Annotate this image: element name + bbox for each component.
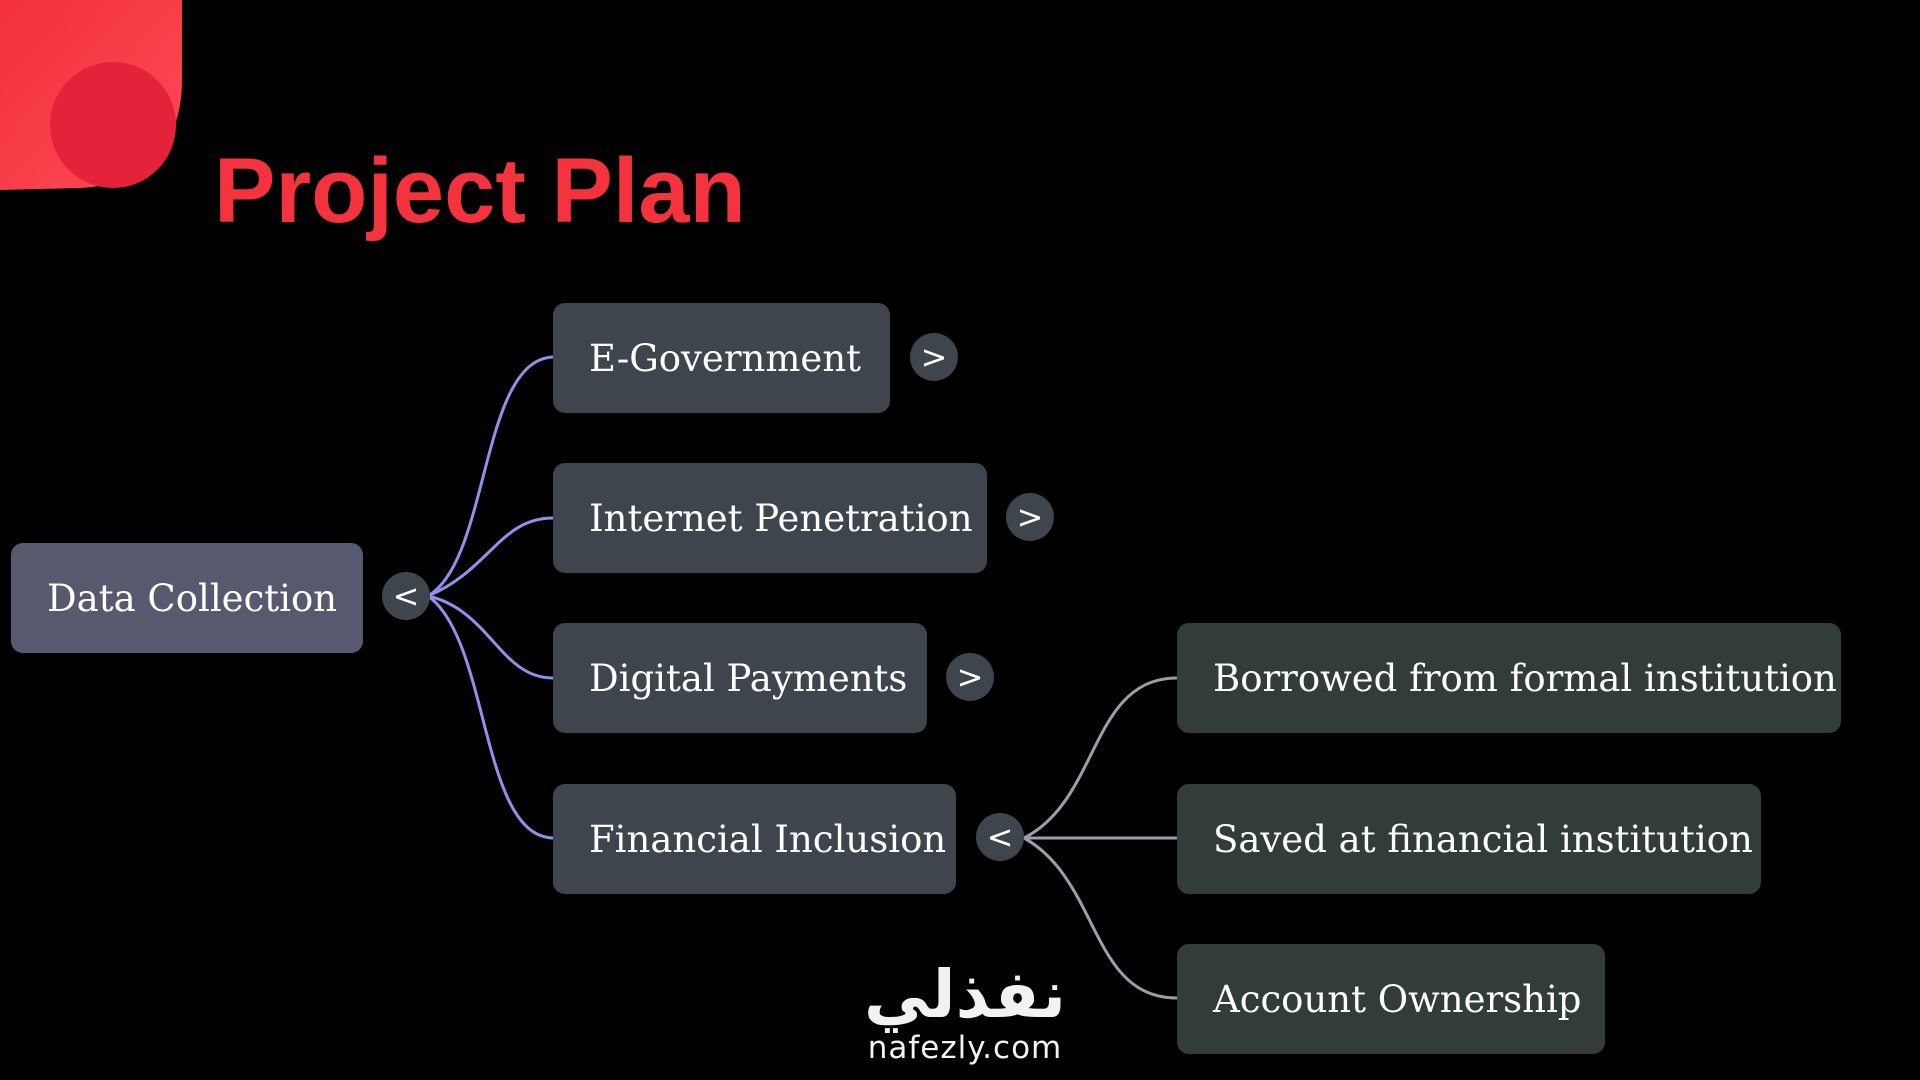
node-label: Saved at financial institution bbox=[1213, 817, 1753, 861]
link-fin-borrowed bbox=[1023, 676, 1178, 840]
node-label: Digital Payments bbox=[589, 656, 908, 700]
link-root-financial bbox=[427, 594, 554, 840]
collapse-toggle-data-collection[interactable]: < bbox=[382, 572, 430, 620]
node-label: E-Government bbox=[589, 336, 862, 380]
expand-toggle-e-government[interactable]: > bbox=[910, 333, 958, 381]
node-label: Data Collection bbox=[47, 576, 338, 620]
link-fin-account bbox=[1023, 836, 1178, 1000]
node-label: Internet Penetration bbox=[589, 496, 973, 540]
link-root-payments bbox=[427, 594, 554, 680]
node-e-government[interactable]: E-Government bbox=[553, 303, 890, 413]
node-borrowed-from-formal-institution[interactable]: Borrowed from formal institution bbox=[1177, 623, 1841, 733]
node-account-ownership[interactable]: Account Ownership bbox=[1177, 944, 1605, 1054]
node-data-collection[interactable]: Data Collection bbox=[11, 543, 363, 653]
watermark-logo-text: نفذلي bbox=[864, 956, 1066, 1033]
node-label: Borrowed from formal institution bbox=[1213, 656, 1837, 700]
link-root-egov bbox=[427, 355, 554, 598]
decorative-red-blob bbox=[0, 0, 182, 190]
node-financial-inclusion[interactable]: Financial Inclusion bbox=[553, 784, 956, 894]
node-label: Account Ownership bbox=[1213, 977, 1582, 1021]
expand-toggle-digital-payments[interactable]: > bbox=[946, 653, 994, 701]
node-saved-at-financial-institution[interactable]: Saved at financial institution bbox=[1177, 784, 1761, 894]
collapse-toggle-financial-inclusion[interactable]: < bbox=[976, 813, 1024, 861]
node-digital-payments[interactable]: Digital Payments bbox=[553, 623, 927, 733]
nafezly-watermark: نفذلي nafezly.com bbox=[840, 960, 1090, 1080]
link-root-internet bbox=[427, 516, 554, 598]
node-label: Financial Inclusion bbox=[589, 817, 947, 861]
expand-toggle-internet-penetration[interactable]: > bbox=[1006, 493, 1054, 541]
watermark-url: nafezly.com bbox=[867, 1030, 1063, 1066]
node-internet-penetration[interactable]: Internet Penetration bbox=[553, 463, 987, 573]
slide-title: Project Plan bbox=[214, 140, 746, 242]
